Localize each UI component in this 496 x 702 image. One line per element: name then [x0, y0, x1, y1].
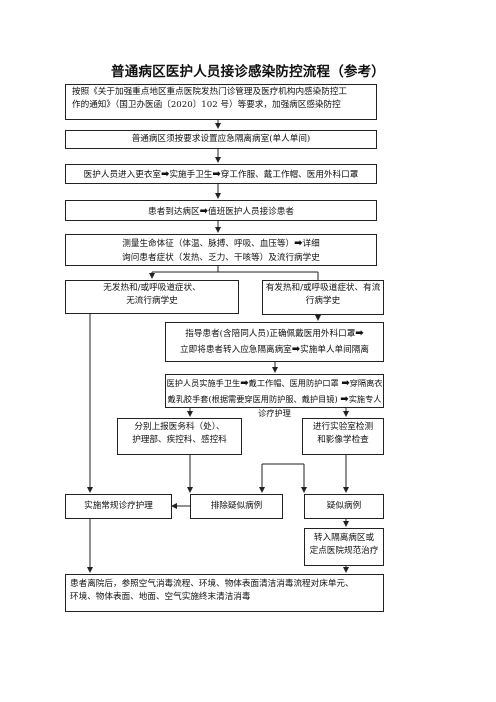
- arrow-icon: ➡: [355, 328, 364, 339]
- report-box: 分别上报医务科（处）、 护理部、疾控科、感控科: [117, 418, 242, 455]
- suspected-case-box: 疑似病例: [304, 494, 384, 519]
- mask-guidance-line-1: 指导患者(含陪同人员)正确佩戴医用外科口罩➡: [166, 326, 383, 342]
- isolation-room-box: 普通病区须按要求设置应急隔离病室(单人单间): [65, 130, 377, 149]
- patient-arrival-step-1: 患者到达病区: [148, 207, 200, 217]
- routine-care-text: 实施常规诊疗护理: [84, 501, 153, 511]
- lab-test-box: 进行实验室检测 和影像学检查: [302, 418, 384, 455]
- excluded-case-box: 排除疑似病例: [190, 494, 283, 519]
- excluded-case-text: 排除疑似病例: [210, 501, 263, 511]
- staff-prep-step-2: 实施手卫生: [169, 170, 213, 180]
- transfer-box: 转入隔离病区或 定点医院规范治疗: [304, 528, 384, 566]
- staff-prep-box: 医护人员进入更衣室➡实施手卫生➡穿工作服、戴工作帽、医用外科口罩: [65, 164, 377, 184]
- page-title: 普通病区医护人员接诊感染防控流程（参考）: [111, 64, 385, 80]
- arrow-icon: ➡: [340, 393, 349, 405]
- policy-line-1: 按照《关于加强重点地区重点医院发热门诊管理及医疗机构内感染防控工: [72, 87, 348, 97]
- patient-arrival-step-2: 值班医护人员接诊患者: [208, 207, 294, 217]
- report-line-2: 护理部、疾控科、感控科: [132, 435, 227, 446]
- lab-test-line-2: 和影像学检查: [317, 435, 369, 446]
- fever-line-1: 有发热和/或呼吸道症状、有流: [265, 283, 381, 293]
- suspected-case-text: 疑似病例: [326, 501, 362, 511]
- staff-prep-text: 医护人员进入更衣室➡实施手卫生➡穿工作服、戴工作帽、医用外科口罩: [66, 167, 376, 183]
- mask-guidance-box: 指导患者(含陪同人员)正确佩戴医用外科口罩➡ 立即将患者转入应急隔离病室➡实施单…: [165, 322, 384, 362]
- no-fever-line-2: 无流行病学史: [126, 296, 178, 307]
- mask-guidance-line-2: 立即将患者转入应急隔离病室➡实施单人单间隔离: [166, 342, 383, 358]
- arrow-icon: ➡: [161, 169, 170, 180]
- mask-guidance-text: 指导患者(含陪同人员)正确佩戴医用外科口罩: [185, 329, 356, 339]
- staff-prep-step-3: 穿工作服、戴工作帽、医用外科口罩: [220, 170, 359, 180]
- ppe-line-1: 医护人员实施手卫生➡戴工作帽、医用防护口罩 ➡穿隔离衣: [166, 376, 383, 392]
- fever-line-2: 行病学史: [305, 296, 341, 307]
- vital-signs-text-a: 测量生命体征（体温、脉搏、呼吸、血压等）: [122, 239, 295, 249]
- ppe-text-d: 戴乳胶手套(根据需要穿医用防护服、戴护目镜): [167, 393, 338, 404]
- disinfection-line-1: 患者离院后，参照空气消毒流程、环境、物体表面清洁消毒流程对床单元、: [70, 579, 354, 589]
- arrow-icon: ➡: [341, 378, 350, 389]
- vital-signs-box: 测量生命体征（体温、脉搏、呼吸、血压等）➡详细 询问患者症状（发热、乏力、干咳等…: [65, 234, 377, 266]
- ppe-text-b: 戴工作帽、医用防护口罩: [248, 378, 339, 388]
- disinfection-line-2: 环境、物体表面、地面、空气实施终末清洁消毒: [70, 592, 251, 603]
- report-line-1: 分别上报医务科（处）、: [134, 422, 225, 432]
- arrow-icon: ➡: [240, 378, 249, 389]
- transfer-line-2: 定点医院规范治疗: [309, 546, 379, 557]
- staff-prep-step-1: 医护人员进入更衣室: [83, 170, 162, 180]
- arrow-icon: ➡: [291, 343, 301, 355]
- vital-signs-line-2: 询问患者症状（发热、乏力、干咳等）及流行病学史: [122, 252, 320, 263]
- transfer-text: 立即将患者转入应急隔离病室: [180, 344, 292, 355]
- policy-box: 按照《关于加强重点地区重点医院发热门诊管理及医疗机构内感染防控工 作的通知》（国…: [65, 84, 377, 120]
- ppe-text-e: 实施专人诊疗护理: [258, 393, 382, 419]
- disinfection-box: 患者离院后，参照空气消毒流程、环境、物体表面清洁消毒流程对床单元、 环境、物体表…: [65, 574, 384, 612]
- routine-care-box: 实施常规诊疗护理: [65, 494, 172, 519]
- lab-test-line-1: 进行实验室检测: [312, 422, 374, 432]
- ppe-text-c: 穿隔离衣: [349, 378, 383, 388]
- vital-signs-line-1: 测量生命体征（体温、脉搏、呼吸、血压等）➡详细: [66, 236, 376, 252]
- no-fever-line-1: 无发热和/或呼吸道症状、: [103, 283, 201, 293]
- ppe-line-2: 戴乳胶手套(根据需要穿医用防护服、戴护目镜) ➡实施专人诊疗护理: [166, 392, 383, 420]
- isolation-text: 实施单人单间隔离: [300, 344, 369, 355]
- arrow-icon: ➡: [212, 169, 221, 180]
- arrow-icon: ➡: [294, 238, 303, 249]
- transfer-line-1: 转入隔离病区或: [313, 533, 375, 543]
- policy-line-2: 作的通知》（国卫办医函〔2020〕102 号）等要求，加强病区感染防控: [72, 100, 341, 111]
- arrow-icon: ➡: [199, 206, 208, 217]
- fever-box-frame: 有发热和/或呼吸道症状、有流 行病学史: [262, 280, 384, 315]
- no-fever-box: 无发热和/或呼吸道症状、 无流行病学史: [65, 280, 239, 314]
- isolation-room-text: 普通病区须按要求设置应急隔离病室(单人单间): [131, 134, 311, 144]
- patient-arrival-box: 患者到达病区➡值班医护人员接诊患者: [65, 200, 377, 221]
- patient-arrival-text: 患者到达病区➡值班医护人员接诊患者: [66, 204, 376, 220]
- vital-signs-text-b: 详细: [302, 239, 320, 249]
- ppe-text-a: 医护人员实施手卫生: [166, 378, 241, 388]
- ppe-box: 医护人员实施手卫生➡戴工作帽、医用防护口罩 ➡穿隔离衣 戴乳胶手套(根据需要穿医…: [165, 374, 384, 418]
